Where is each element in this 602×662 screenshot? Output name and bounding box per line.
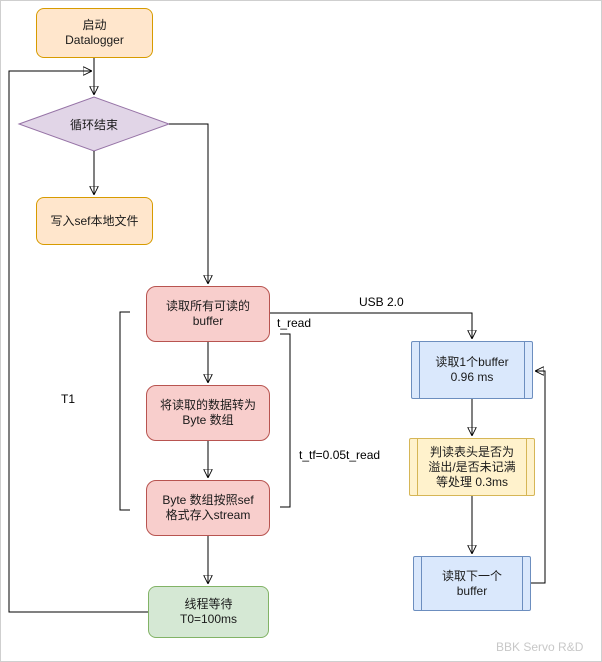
node-read-next-buffer-label: 读取下一个 buffer <box>441 568 502 598</box>
node-store-stream-label: Byte 数组按照sef 格式存入stream <box>162 493 254 522</box>
edge-readnext-loopback <box>531 371 546 584</box>
edge-readall-to-readone-usb <box>270 312 472 338</box>
node-convert-to-bytes-label: 将读取的数据转为 Byte 数组 <box>159 398 256 427</box>
node-convert-to-bytes: 将读取的数据转为 Byte 数组 <box>146 385 270 441</box>
node-start-label: 启动 Datalogger <box>65 18 124 47</box>
node-read-next-buffer: 读取下一个 buffer <box>413 556 531 611</box>
bracket-ttf <box>280 333 291 508</box>
node-write-sef-file: 写入sef本地文件 <box>36 197 153 245</box>
bracket-t1 <box>119 311 130 511</box>
edge-label-t1: T1 <box>61 392 76 406</box>
edge-label-t-tf: t_tf=0.05t_read <box>299 448 381 462</box>
edge-label-t-read: t_read <box>277 316 312 330</box>
node-check-header-label: 判读表头是否为 溢出/是否未记满 等处理 0.3ms <box>428 444 516 489</box>
node-write-sef-file-label: 写入sef本地文件 <box>50 213 139 228</box>
edge-loopend-to-readall <box>169 123 208 283</box>
watermark-text: BBK Servo R&D <box>496 640 584 654</box>
node-check-header: 判读表头是否为 溢出/是否未记满 等处理 0.3ms <box>409 438 535 496</box>
edge-label-usb: USB 2.0 <box>359 295 404 309</box>
node-start-datalogger: 启动 Datalogger <box>36 8 153 58</box>
node-read-one-buffer-label: 读取1个buffer 0.96 ms <box>435 355 509 384</box>
node-loop-end: 循环结束 <box>19 97 169 151</box>
node-loop-end-label: 循环结束 <box>69 117 118 132</box>
node-store-stream: Byte 数组按照sef 格式存入stream <box>146 480 270 536</box>
node-read-all-buffers-label: 读取所有可读的 buffer <box>165 299 250 328</box>
node-read-one-buffer: 读取1个buffer 0.96 ms <box>411 341 533 399</box>
node-thread-wait: 线程等待 T0=100ms <box>148 586 269 638</box>
node-read-all-buffers: 读取所有可读的 buffer <box>146 286 270 342</box>
edge-wait-loopback <box>8 71 148 613</box>
node-thread-wait-label: 线程等待 T0=100ms <box>179 597 238 626</box>
